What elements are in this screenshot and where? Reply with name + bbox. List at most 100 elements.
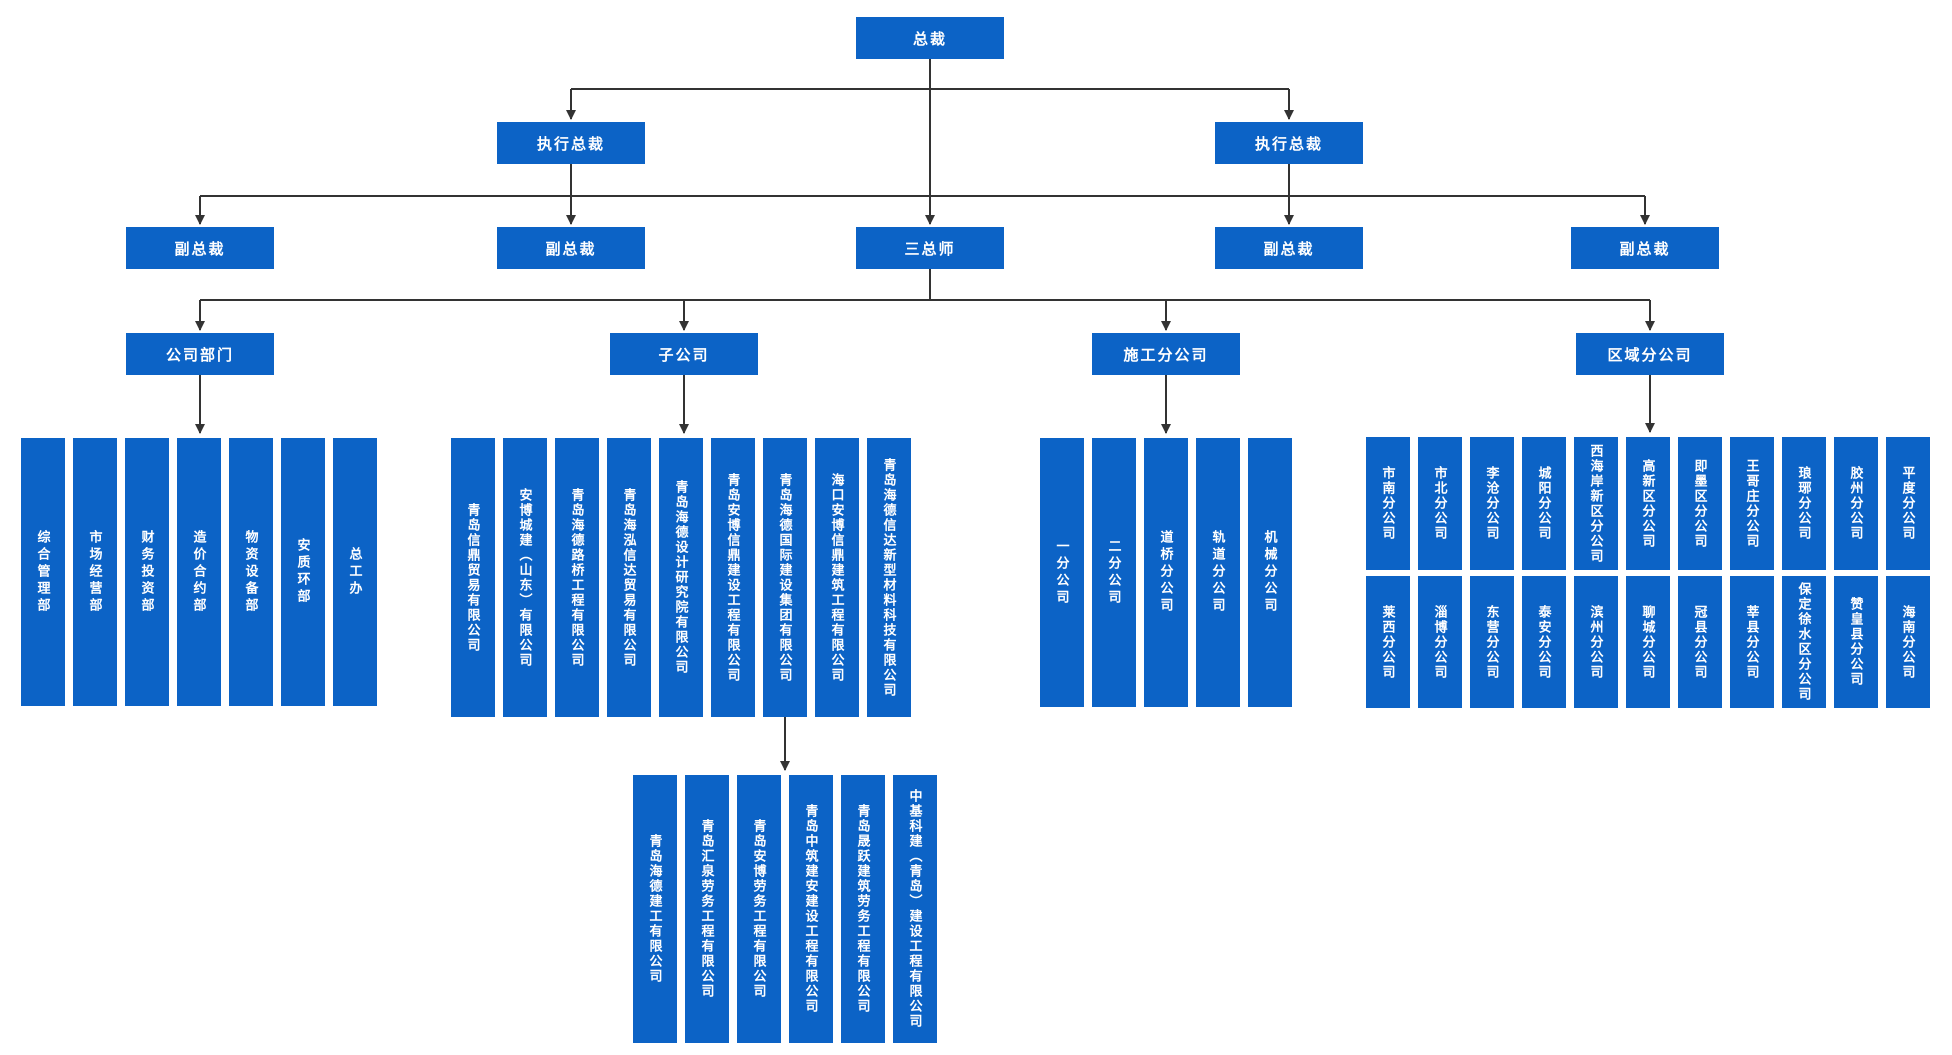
- node-subsidiary-9[interactable]: 青岛海德信达新型材料科技有限公司: [867, 438, 911, 717]
- node-department-6[interactable]: 安质环部: [281, 438, 325, 706]
- node-regional-branch-r2-4-label: 泰安分公司: [1536, 604, 1552, 680]
- node-construction-branch-1-label: 一分公司: [1054, 538, 1070, 607]
- node-department-1-label: 综合管理部: [35, 529, 51, 615]
- node-subsidiary-2[interactable]: 安博城建（山东）有限公司: [503, 438, 547, 717]
- node-regional-branch-r2-5-label: 滨州分公司: [1588, 604, 1604, 680]
- node-construction-branch-4-label: 轨道分公司: [1210, 530, 1226, 615]
- node-subsidiary-4[interactable]: 青岛海泓信达贸易有限公司: [607, 438, 651, 717]
- node-regional-branch-r1-2[interactable]: 市北分公司: [1418, 437, 1462, 570]
- node-subsidiary-6[interactable]: 青岛安博信鼎建设工程有限公司: [711, 438, 755, 717]
- node-construction-branch-3[interactable]: 道桥分公司: [1144, 438, 1188, 707]
- node-regional-branch-r1-6[interactable]: 高新区分公司: [1626, 437, 1670, 570]
- node-regional-branch-r2-1[interactable]: 莱西分公司: [1366, 576, 1410, 708]
- node-regional-branch-r1-9[interactable]: 琅琊分公司: [1782, 437, 1826, 570]
- node-subsidiary-8[interactable]: 海口安博信鼎建筑工程有限公司: [815, 438, 859, 717]
- node-subsidiary-9-label: 青岛海德信达新型材料科技有限公司: [881, 457, 897, 698]
- node-regional-branch-r2-3[interactable]: 东营分公司: [1470, 576, 1514, 708]
- node-regional-branch-r2-5[interactable]: 滨州分公司: [1574, 576, 1618, 708]
- node-regional-branch-r1-1-label: 市南分公司: [1380, 466, 1396, 541]
- node-department-4[interactable]: 造价合约部: [177, 438, 221, 706]
- node-regional-branch-r1-9-label: 琅琊分公司: [1796, 466, 1812, 541]
- node-regional-branch-r1-11-label: 平度分公司: [1900, 466, 1916, 541]
- node-construction-branch-5[interactable]: 机械分公司: [1248, 438, 1292, 707]
- node-regional-branch-r2-9[interactable]: 保定徐水区分公司: [1782, 576, 1826, 708]
- node-group-subsidiary-3[interactable]: 青岛安博劳务工程有限公司: [737, 775, 781, 1043]
- node-subsidiary-1[interactable]: 青岛信鼎贸易有限公司: [451, 438, 495, 717]
- node-department-7[interactable]: 总工办: [333, 438, 377, 706]
- node-three-chief-engineers[interactable]: 三总师: [856, 227, 1004, 269]
- node-vice-president-2[interactable]: 副总裁: [497, 227, 645, 269]
- node-regional-branch-r1-1[interactable]: 市南分公司: [1366, 437, 1410, 570]
- node-executive-president-right[interactable]: 执行总裁: [1215, 122, 1363, 164]
- node-subsidiary-3[interactable]: 青岛海德路桥工程有限公司: [555, 438, 599, 717]
- node-department-7-label: 总工办: [347, 546, 363, 598]
- node-division-company-departments[interactable]: 公司部门: [126, 333, 274, 375]
- node-subsidiary-1-label: 青岛信鼎贸易有限公司: [465, 502, 481, 653]
- node-regional-branch-r1-11[interactable]: 平度分公司: [1886, 437, 1930, 570]
- node-regional-branch-r2-11[interactable]: 海南分公司: [1886, 576, 1930, 708]
- node-construction-branch-3-label: 道桥分公司: [1158, 530, 1174, 615]
- node-division-construction-branches[interactable]: 施工分公司: [1092, 333, 1240, 375]
- node-executive-president-left[interactable]: 执行总裁: [497, 122, 645, 164]
- node-department-5[interactable]: 物资设备部: [229, 438, 273, 706]
- node-subsidiary-8-label: 海口安博信鼎建筑工程有限公司: [829, 472, 845, 683]
- node-regional-branch-r1-3-label: 李沧分公司: [1484, 466, 1500, 541]
- node-group-subsidiary-4[interactable]: 青岛中筑建安建设工程有限公司: [789, 775, 833, 1043]
- node-group-subsidiary-4-label: 青岛中筑建安建设工程有限公司: [803, 804, 819, 1014]
- node-subsidiary-5-label: 青岛海德设计研究院有限公司: [673, 480, 689, 675]
- node-regional-branch-r2-1-label: 莱西分公司: [1380, 604, 1396, 680]
- node-regional-branch-r2-6-label: 聊城分公司: [1640, 604, 1656, 680]
- node-group-subsidiary-2[interactable]: 青岛汇泉劳务工程有限公司: [685, 775, 729, 1043]
- node-regional-branch-r2-8[interactable]: 莘县分公司: [1730, 576, 1774, 708]
- node-regional-branch-r2-9-label: 保定徐水区分公司: [1796, 582, 1812, 702]
- node-regional-branch-r1-5[interactable]: 西海岸新区分公司: [1574, 437, 1618, 570]
- node-vice-president-1[interactable]: 副总裁: [126, 227, 274, 269]
- node-department-2[interactable]: 市场经营部: [73, 438, 117, 706]
- node-subsidiary-7-label: 青岛海德国际建设集团有限公司: [777, 472, 793, 683]
- node-regional-branch-r2-2[interactable]: 淄博分公司: [1418, 576, 1462, 708]
- node-regional-branch-r1-5-label: 西海岸新区分公司: [1588, 443, 1604, 564]
- node-regional-branch-r2-10-label: 赞皇县分公司: [1848, 597, 1864, 687]
- node-department-3[interactable]: 财务投资部: [125, 438, 169, 706]
- node-regional-branch-r1-7[interactable]: 即墨区分公司: [1678, 437, 1722, 570]
- node-subsidiary-3-label: 青岛海德路桥工程有限公司: [569, 487, 585, 668]
- node-regional-branch-r2-7[interactable]: 冠县分公司: [1678, 576, 1722, 708]
- node-regional-branch-r2-4[interactable]: 泰安分公司: [1522, 576, 1566, 708]
- node-regional-branch-r1-2-label: 市北分公司: [1432, 466, 1448, 541]
- node-subsidiary-2-label: 安博城建（山东）有限公司: [517, 487, 533, 668]
- node-regional-branch-r2-10[interactable]: 赞皇县分公司: [1834, 576, 1878, 708]
- node-division-regional-branches[interactable]: 区域分公司: [1576, 333, 1724, 375]
- node-regional-branch-r2-6[interactable]: 聊城分公司: [1626, 576, 1670, 708]
- node-regional-branch-r2-7-label: 冠县分公司: [1692, 604, 1708, 680]
- node-division-subsidiaries[interactable]: 子公司: [610, 333, 758, 375]
- node-group-subsidiary-5-label: 青岛晟跃建筑劳务工程有限公司: [855, 804, 871, 1014]
- node-group-subsidiary-5[interactable]: 青岛晟跃建筑劳务工程有限公司: [841, 775, 885, 1043]
- node-regional-branch-r1-4[interactable]: 城阳分公司: [1522, 437, 1566, 570]
- node-regional-branch-r1-8[interactable]: 王哥庄分公司: [1730, 437, 1774, 570]
- node-group-subsidiary-6[interactable]: 中基科建（青岛）建设工程有限公司: [893, 775, 937, 1043]
- node-subsidiary-7[interactable]: 青岛海德国际建设集团有限公司: [763, 438, 807, 717]
- node-regional-branch-r1-10-label: 胶州分公司: [1848, 466, 1864, 541]
- node-department-5-label: 物资设备部: [243, 529, 259, 615]
- node-construction-branch-4[interactable]: 轨道分公司: [1196, 438, 1240, 707]
- node-department-1[interactable]: 综合管理部: [21, 438, 65, 706]
- node-department-6-label: 安质环部: [295, 538, 311, 606]
- node-vice-president-4[interactable]: 副总裁: [1571, 227, 1719, 269]
- node-construction-branch-1[interactable]: 一分公司: [1040, 438, 1084, 707]
- node-construction-branch-2[interactable]: 二分公司: [1092, 438, 1136, 707]
- node-president[interactable]: 总裁: [856, 17, 1004, 59]
- node-regional-branch-r1-3[interactable]: 李沧分公司: [1470, 437, 1514, 570]
- node-subsidiary-5[interactable]: 青岛海德设计研究院有限公司: [659, 438, 703, 717]
- node-construction-branch-5-label: 机械分公司: [1262, 530, 1278, 615]
- node-regional-branch-r1-10[interactable]: 胶州分公司: [1834, 437, 1878, 570]
- node-group-subsidiary-6-label: 中基科建（青岛）建设工程有限公司: [907, 789, 923, 1029]
- node-regional-branch-r2-3-label: 东营分公司: [1484, 604, 1500, 680]
- node-regional-branch-r2-2-label: 淄博分公司: [1432, 604, 1448, 680]
- node-group-subsidiary-1-label: 青岛海德建工有限公司: [647, 834, 663, 984]
- node-regional-branch-r1-4-label: 城阳分公司: [1536, 466, 1552, 541]
- node-group-subsidiary-1[interactable]: 青岛海德建工有限公司: [633, 775, 677, 1043]
- node-group-subsidiary-2-label: 青岛汇泉劳务工程有限公司: [699, 819, 715, 999]
- node-vice-president-3[interactable]: 副总裁: [1215, 227, 1363, 269]
